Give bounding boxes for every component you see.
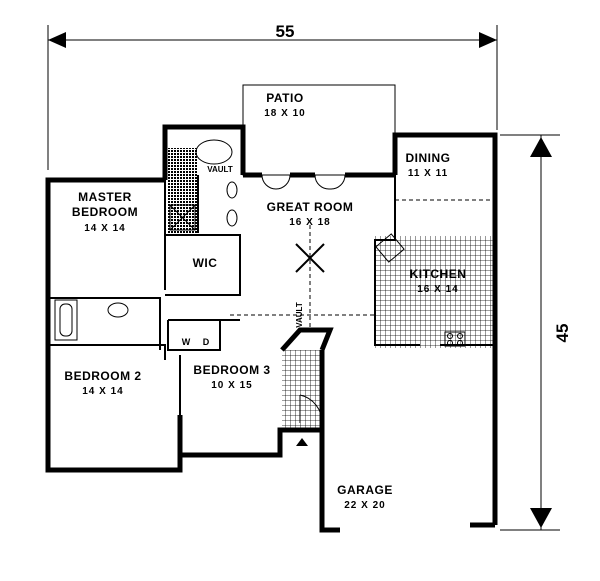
bedroom2-label: BEDROOM 2 <box>64 369 141 383</box>
bath-floor <box>168 148 198 233</box>
depth-dimension: 45 <box>500 134 572 531</box>
kitchen-label: KITCHEN <box>410 267 467 281</box>
washer-label: W <box>182 337 191 347</box>
wic-label: WIC <box>193 256 218 270</box>
master-size: 14 X 14 <box>84 223 125 234</box>
bedroom3-label: BEDROOM 3 <box>193 363 270 377</box>
exterior-walls <box>45 124 498 533</box>
master-label-2: BEDROOM <box>72 205 138 219</box>
bedroom3-size: 10 X 15 <box>211 380 252 391</box>
interior-walls <box>48 175 495 415</box>
width-dimension: 55 <box>47 22 498 170</box>
dining-size: 11 X 11 <box>408 168 448 179</box>
ceiling-fan-icon <box>295 243 325 273</box>
fixtures <box>54 139 466 446</box>
depth-label: 45 <box>553 324 572 343</box>
great-room-label: GREAT ROOM <box>267 200 354 214</box>
vault-label-bath: VAULT <box>207 165 233 174</box>
kitchen-size: 16 X 14 <box>417 284 458 295</box>
master-label-1: MASTER <box>78 190 132 204</box>
dining-label: DINING <box>406 151 451 165</box>
patio-size: 18 X 10 <box>264 108 305 119</box>
patio-label: PATIO <box>266 91 303 105</box>
entry-floor <box>282 350 324 430</box>
width-label: 55 <box>276 22 295 41</box>
bedroom2-size: 14 X 14 <box>82 386 123 397</box>
garage-label: GARAGE <box>337 483 393 497</box>
kitchen-floor <box>375 236 493 348</box>
dryer-label: D <box>203 337 210 347</box>
vault-label-great-room: VAULT <box>295 302 304 328</box>
garage-size: 22 X 20 <box>344 500 385 511</box>
great-room-size: 16 X 18 <box>289 217 330 228</box>
